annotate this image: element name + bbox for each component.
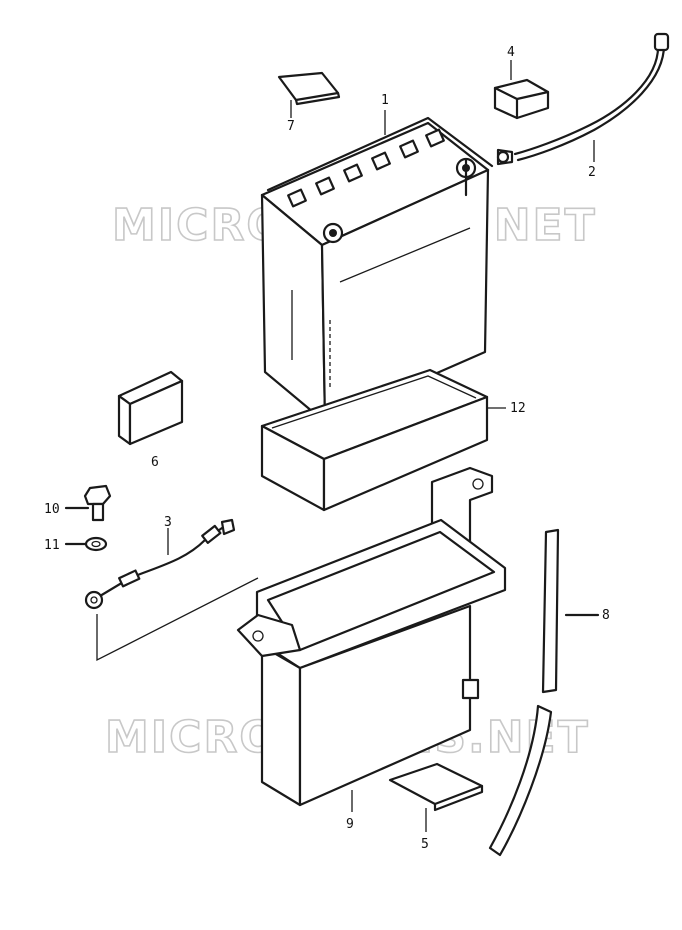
callout-1: 1: [381, 93, 389, 108]
callout-12: 12: [510, 401, 526, 416]
callout-9: 9: [346, 817, 354, 832]
part-10-bolt: [64, 484, 112, 522]
battery-terminals: [322, 157, 477, 244]
part-2-cable: [496, 32, 670, 166]
callout-3: 3: [164, 515, 172, 530]
part-12-tray: [260, 368, 489, 512]
part-4-terminal-cover: [493, 60, 550, 120]
battery-cell-caps: [287, 128, 445, 208]
callout-5: 5: [421, 837, 429, 852]
callout-11: 11: [44, 538, 60, 553]
part-5-pad: [388, 762, 484, 832]
callout-10: 10: [44, 502, 60, 517]
part-8-hose: [488, 528, 600, 857]
part-7-pad: [277, 71, 341, 118]
part-11-washer: [64, 536, 108, 552]
callout-7: 7: [287, 119, 295, 134]
callout-4: 4: [507, 45, 515, 60]
part-3-ground-lead: [84, 518, 259, 662]
callout-8: 8: [602, 608, 610, 623]
callout-2: 2: [588, 165, 596, 180]
part-6-pad: [117, 370, 184, 446]
part-9-battery-holder: [236, 466, 507, 812]
callout-6: 6: [151, 455, 159, 470]
